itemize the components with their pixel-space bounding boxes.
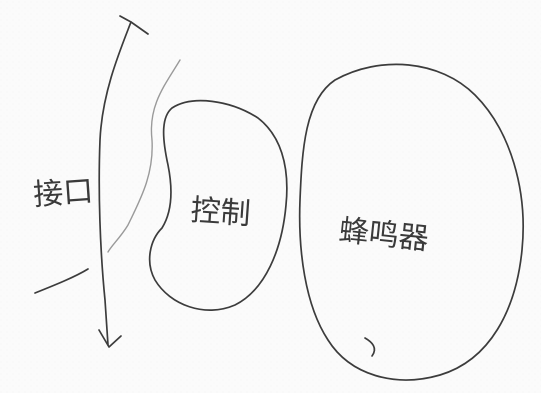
label-interface: 接口 xyxy=(32,174,94,213)
blob-notch-stroke xyxy=(364,337,376,357)
large-blob-shape xyxy=(298,63,524,381)
short-stroke xyxy=(34,268,89,294)
arrow-head-bottom xyxy=(98,329,122,348)
wavy-boundary-line xyxy=(107,59,181,253)
arrow-head-top xyxy=(119,15,149,35)
vertical-double-arrow xyxy=(98,15,149,348)
kidney-shape xyxy=(148,99,288,311)
label-kidney: 控制 xyxy=(189,193,251,232)
